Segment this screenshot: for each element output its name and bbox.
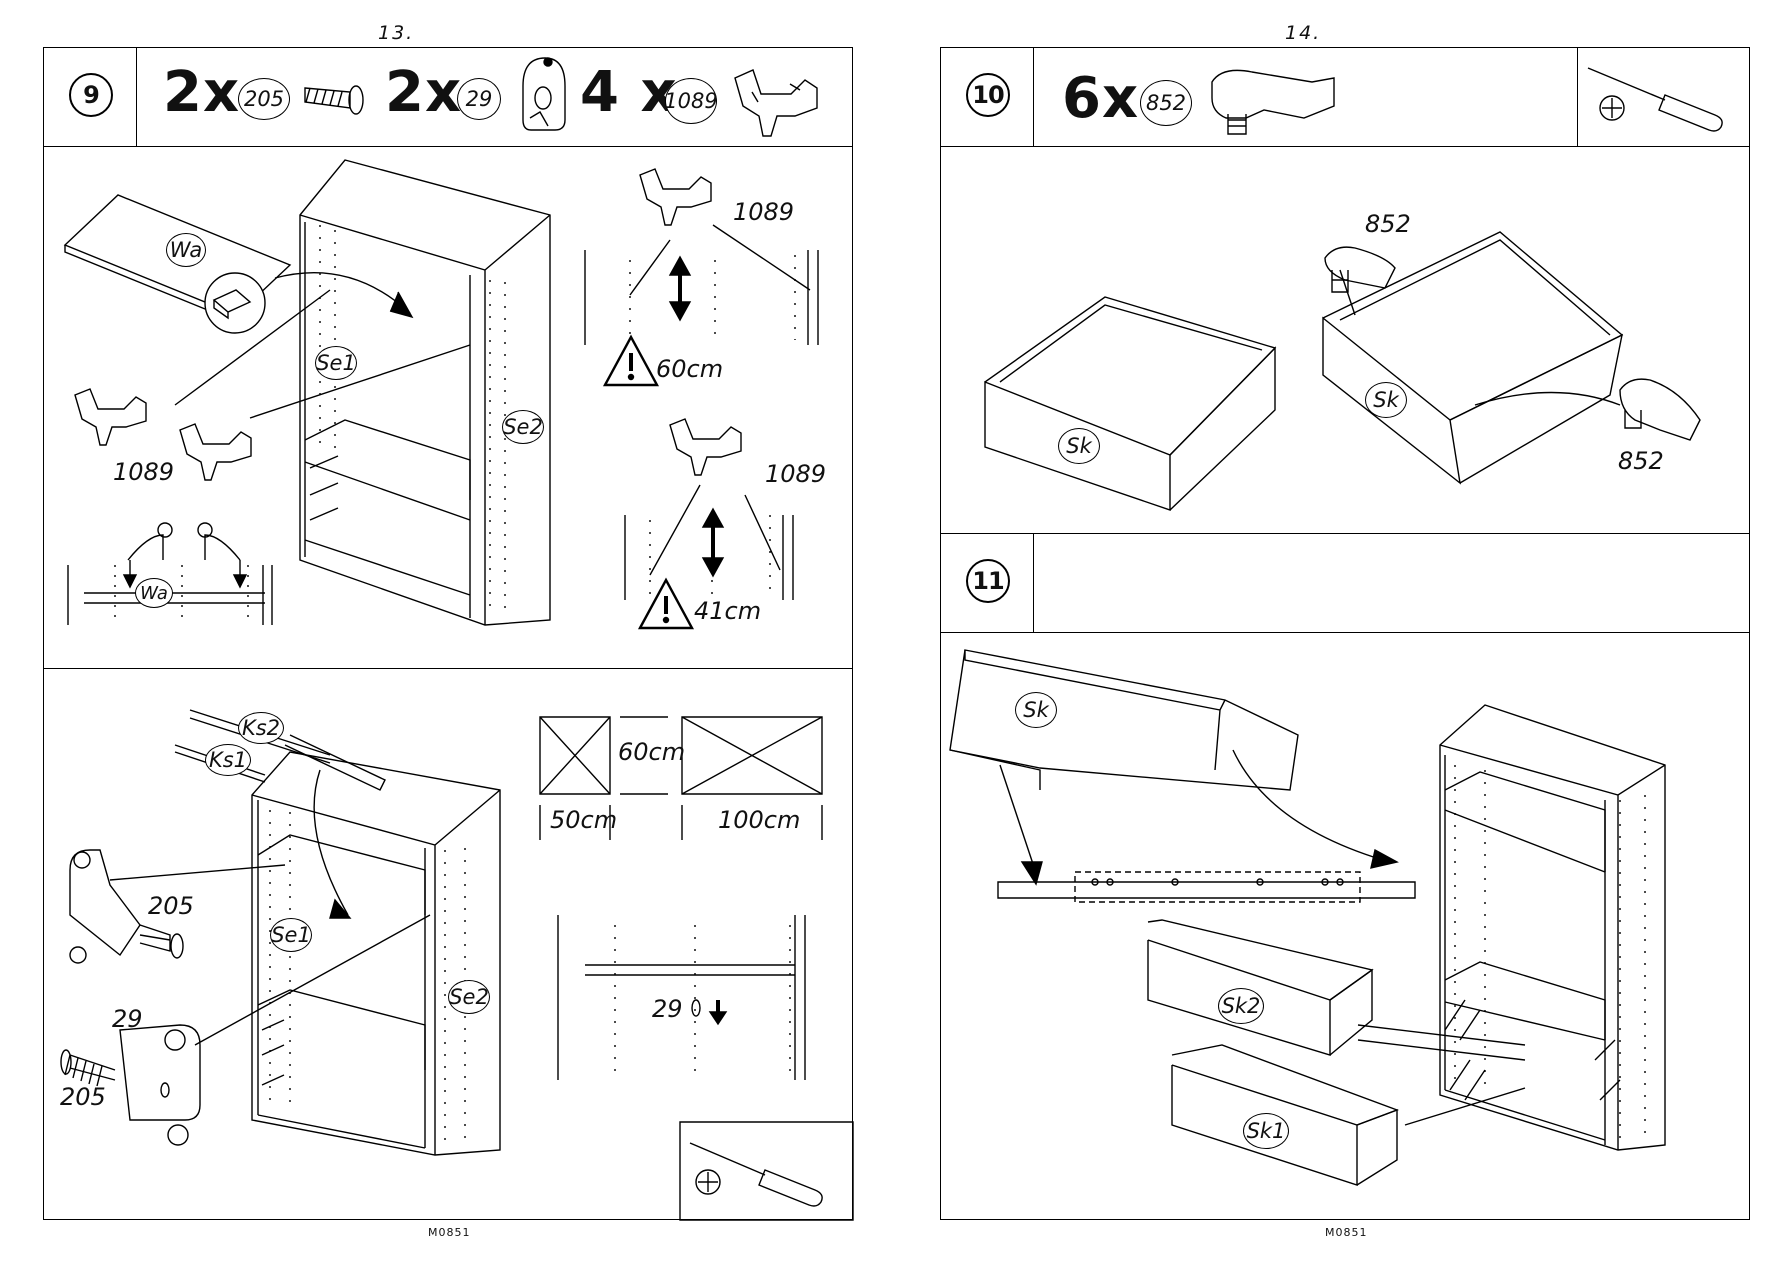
- step-number-10: 10: [966, 73, 1010, 117]
- label-205-top: 205: [148, 892, 194, 920]
- label-sk-right: Sk: [1365, 382, 1407, 418]
- board-wa: [65, 195, 290, 315]
- label-se1: Se1: [315, 346, 357, 380]
- shelf-support-icon: [523, 58, 565, 130]
- part-29-badge: 29: [457, 78, 501, 120]
- label-sk2: Sk2: [1218, 988, 1264, 1024]
- divider: [940, 533, 1750, 534]
- divider: [136, 47, 137, 146]
- phillips-head-icon: [1602, 98, 1622, 118]
- part-205-badge: 205: [238, 78, 290, 120]
- cabinet-drawing: [1440, 705, 1665, 1150]
- label-ks1: Ks1: [205, 744, 251, 776]
- right-doc-code: M0851: [1325, 1226, 1368, 1239]
- phillips-head-icon: [698, 1172, 718, 1192]
- drawer-stop-icon: [1212, 70, 1334, 134]
- screwdriver-icon: [1588, 68, 1722, 131]
- cabinet-drawing: [300, 160, 550, 625]
- label-se1-b: Se1: [270, 918, 312, 952]
- step-number-9: 9: [69, 73, 113, 117]
- drawer-runner: [998, 872, 1415, 902]
- part-852-badge: 852: [1140, 80, 1192, 126]
- label-wa-small: Wa: [135, 578, 173, 608]
- step-number-11: 11: [966, 559, 1010, 603]
- part-1089-badge: 1089: [664, 78, 718, 124]
- divider: [1577, 47, 1578, 146]
- divider: [43, 668, 853, 669]
- dimension-100cm: 100cm: [718, 806, 801, 834]
- shelf-support-icon: [75, 389, 251, 480]
- label-205-bottom: 205: [60, 1083, 106, 1111]
- warning-41cm: 41cm: [694, 597, 762, 625]
- drawer-drawing: [1323, 232, 1622, 483]
- divider: [940, 632, 1750, 633]
- screw-icon: [305, 86, 363, 114]
- drawer-drawing: [985, 297, 1275, 510]
- label-852-bottom: 852: [1618, 447, 1664, 475]
- drawer-stop-icon: [735, 70, 817, 136]
- tool-box: [680, 1122, 853, 1220]
- label-1089-left: 1089: [113, 458, 175, 486]
- screwdriver-icon: [690, 1143, 822, 1206]
- warning-triangle-icon: [605, 337, 692, 628]
- label-sk-step11: Sk: [1015, 692, 1057, 728]
- label-sk-left: Sk: [1058, 428, 1100, 464]
- label-1089-top: 1089: [733, 198, 795, 226]
- shelf-support-icon: [640, 169, 741, 475]
- drawer-drawing: [950, 650, 1298, 790]
- right-page-number: 14.: [1285, 22, 1322, 44]
- label-se2: Se2: [502, 410, 544, 444]
- label-29-detail: 29: [652, 995, 683, 1023]
- qty-205: 2x: [163, 60, 241, 125]
- drawer-drawing: [1172, 1045, 1397, 1185]
- drawer-drawing: [1148, 920, 1372, 1055]
- divider: [1033, 533, 1034, 632]
- dimension-50cm: 50cm: [550, 806, 618, 834]
- divider: [43, 146, 853, 147]
- left-doc-code: M0851: [428, 1226, 471, 1239]
- label-se2-b: Se2: [448, 980, 490, 1014]
- divider: [940, 146, 1750, 147]
- dimension-60cm: 60cm: [618, 738, 686, 766]
- qty-852: 6x: [1062, 66, 1140, 131]
- label-29: 29: [112, 1005, 143, 1033]
- label-wa: Wa: [166, 233, 206, 267]
- divider: [1033, 47, 1034, 146]
- warning-60cm: 60cm: [656, 355, 724, 383]
- qty-29: 2x: [385, 60, 463, 125]
- label-ks2: Ks2: [238, 712, 284, 744]
- label-sk1: Sk1: [1243, 1113, 1289, 1149]
- right-page-frame: [940, 47, 1750, 1220]
- label-852-top: 852: [1365, 210, 1411, 238]
- left-page-number: 13.: [378, 22, 415, 44]
- qty-1089: 4 x: [580, 60, 678, 125]
- label-1089-right: 1089: [765, 460, 827, 488]
- dimension-diagram: [540, 717, 822, 840]
- cabinet-drawing: [252, 752, 500, 1155]
